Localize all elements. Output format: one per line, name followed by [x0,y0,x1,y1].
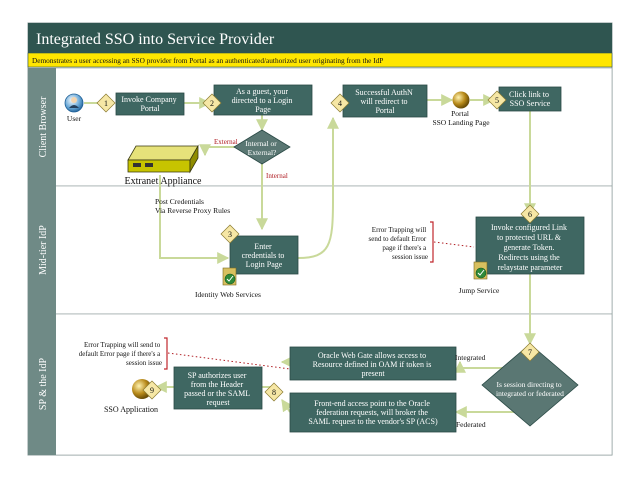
user-label: User [67,114,82,123]
edge-decision-to-extranet [199,144,240,157]
step-marker-3 [220,224,240,244]
step-marker-7 [520,342,540,362]
invoke-link-text: Invoke configured Link to protected URL … [491,223,569,272]
sp-authorizes-box [173,366,263,410]
step-number-2: 2 [210,99,214,108]
invoke-portal-box [115,92,185,116]
user-icon [64,93,84,113]
jump-service-label: Jump Service [459,286,500,295]
sp-authorizes-text: SP authorizes user from the Header passe… [184,371,252,407]
step-markers: 1 2 3 4 5 6 7 8 9 [96,90,540,402]
enter-credentials-text: Enter credentials to Login Page [242,242,287,269]
step-marker-5 [487,90,507,110]
invoke-link-box [475,216,585,275]
internal-external-text: Internal or External? [245,139,278,157]
edge-label-internal: Internal [266,172,288,180]
step-number-4: 4 [338,99,342,108]
lane-label-sp-idp: SP & the IdP [38,357,49,410]
oracle-webgate-text: Oracle Web Gate allows access to Resourc… [313,351,434,378]
edge-extranet-to-credentials [159,175,230,264]
step-marker-6 [520,204,540,224]
step-number-5: 5 [495,96,499,105]
extranet-appliance-icon [127,144,199,174]
guest-login-box [213,84,313,116]
lane-label-client-browser: Client Browser [38,96,49,157]
lane-label-mid-tier-idp: Mid-tier IdP [38,225,49,275]
step-number-7: 7 [528,348,532,357]
edge-frontend-to-marker8 [281,399,293,413]
oracle-webgate-box [289,346,457,381]
error-note-2: Error Trapping will send to default Erro… [79,341,162,367]
error-link-2 [167,352,291,370]
portal-landing-label: Portal SSO Landing Page [432,109,490,127]
step-marker-8 [264,382,284,402]
frontend-access-text: Front-end access point to the Oracle fed… [308,399,438,426]
edge-credentials-to-authn [297,116,339,259]
error-note-2-bracket [164,337,168,370]
sso-directing-decision [481,343,579,427]
extranet-label: Extranet Appliance [125,176,202,187]
guest-login-text: As a guest, your directed to a Login Pag… [232,87,295,114]
step-marker-9 [142,380,162,400]
frontend-access-box [289,392,457,433]
post-credentials-text: Post Credentials Via Reverse Proxy Rules [155,197,230,215]
error-note-1-bracket [430,221,434,263]
step-marker-1 [96,93,116,113]
lane-header-mid-tier-idp [28,186,56,314]
step-marker-4 [330,93,350,113]
diagram-title: Integrated SSO into Service Provider [36,31,275,48]
identity-web-services-label: Identity Web Services [195,290,261,299]
edge-label-external: External [214,138,238,146]
lane-client-browser [27,67,613,187]
error-note-1: Error Trapping will send to default Erro… [369,226,428,261]
step-number-9: 9 [150,386,154,395]
identity-web-services-icon [222,267,237,286]
sso-application-label: SSO Application [104,405,158,414]
title-bar [28,23,612,53]
portal-landing-icon [452,91,470,109]
internal-external-decision [233,129,291,165]
invoke-portal-text: Invoke Company Portal [121,95,178,113]
error-link-1 [433,241,475,248]
edge-label-integrated: Integrated [455,353,486,362]
authn-redirect-text: Successful AuthN will redirect to Portal [355,88,415,115]
edge-label-federated: Federated [456,420,486,429]
authn-redirect-box [342,84,428,118]
step-number-1: 1 [104,99,108,108]
diagram-subtitle: Demonstrates a user accessing an SSO pro… [32,56,383,65]
lane-header-sp-idp [28,314,56,455]
jump-service-icon [473,261,488,280]
click-link-text: Click link to SSO Service [509,90,551,108]
click-link-box [498,86,562,112]
lane-header-client-browser [28,68,56,186]
sso-directing-text: Is session directing to integrated or fe… [496,380,564,398]
step-number-6: 6 [528,210,532,219]
step-marker-2 [202,93,222,113]
step-number-3: 3 [228,230,232,239]
enter-credentials-box [229,235,299,275]
subtitle-bar [27,52,613,68]
step-number-8: 8 [272,388,276,397]
